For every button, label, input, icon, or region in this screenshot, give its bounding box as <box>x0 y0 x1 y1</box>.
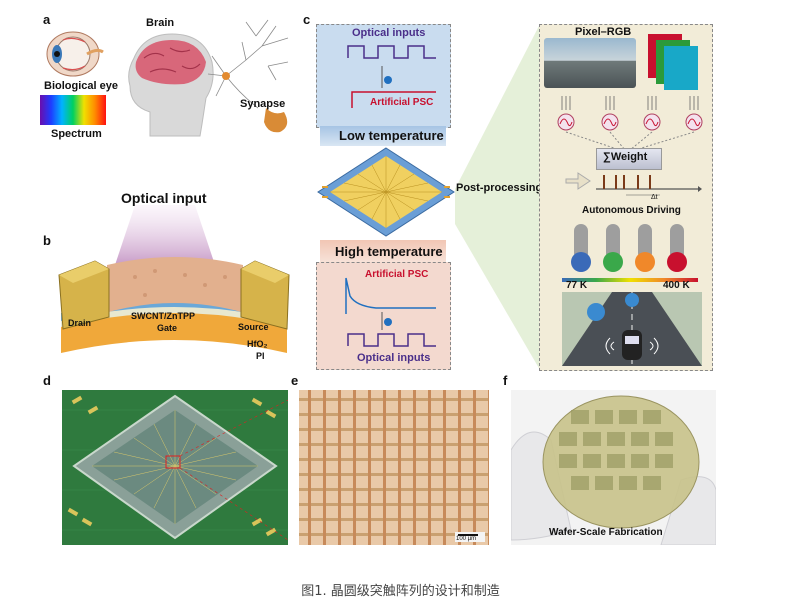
spectrum-image <box>40 95 106 125</box>
neuron-image <box>207 19 289 133</box>
road-photo <box>544 38 636 88</box>
panel-c-letter: c <box>303 12 311 27</box>
panel-a-letter: a <box>43 12 51 27</box>
source-label: Source <box>238 322 269 332</box>
electrode-array-micrograph <box>299 390 489 545</box>
figure-caption: 图1. 晶圆级突触阵列的设计和制造 <box>301 584 500 599</box>
spectrum-label: Spectrum <box>51 128 102 140</box>
pcb-chip-photo <box>62 390 288 545</box>
panel-f-letter: f <box>503 373 508 388</box>
biological-eye-label: Biological eye <box>44 80 118 92</box>
device-schematic <box>58 205 290 353</box>
pixel-rgb-label: Pixel–RGB <box>575 26 632 38</box>
panel-d-letter: d <box>43 373 51 388</box>
spike-train <box>565 172 702 196</box>
synapse-nodes <box>557 96 703 151</box>
post-processing-cone <box>455 24 540 370</box>
blue-channel-layer <box>664 46 698 90</box>
drain-label: Drain <box>68 318 92 328</box>
wafer-photo <box>511 390 716 545</box>
high-temperature-band <box>320 240 446 262</box>
scale-bar-background <box>455 532 485 542</box>
autonomous-driving-label: Autonomous Driving <box>582 205 681 216</box>
synapse-label: Synapse <box>240 98 286 110</box>
weight-label: ∑Weight <box>603 151 648 163</box>
low-temperature-label: Low temperature <box>339 128 444 143</box>
head-brain-image <box>128 33 214 137</box>
artificial-psc-bottom-label: Artificial PSC <box>365 269 429 280</box>
high-temp-response-box <box>316 262 451 370</box>
artificial-psc-top-label: Artificial PSC <box>370 97 434 108</box>
low-temp-signal-plot <box>347 45 436 108</box>
temp-400k-label: 400 K <box>663 280 690 291</box>
brain-label: Brain <box>146 17 175 29</box>
panel-e-letter: e <box>291 373 299 388</box>
scale-bar-label: 100 µm <box>456 536 477 542</box>
low-temp-response-box <box>316 24 451 128</box>
optical-input-title: Optical input <box>121 190 207 206</box>
chip-image <box>317 147 455 237</box>
high-temperature-label: High temperature <box>335 244 443 259</box>
temperature-gradient-bar <box>562 278 698 282</box>
pi-label: PI <box>256 351 265 361</box>
delta-t-label: Δt <box>651 194 658 201</box>
scale-bar <box>458 534 478 536</box>
road-scene <box>562 292 702 366</box>
low-temperature-band <box>320 126 446 146</box>
panel-b-letter: b <box>43 233 51 248</box>
hfo2-label: HfO₂ <box>247 339 268 349</box>
wafer-scale-label: Wafer-Scale Fabrication <box>549 527 663 538</box>
thermometers <box>571 224 687 272</box>
weight-box <box>596 148 662 170</box>
gate-label: Gate <box>157 323 178 333</box>
temp-77k-label: 77 K <box>566 280 588 291</box>
optical-inputs-bottom-label: Optical inputs <box>357 352 431 364</box>
high-temp-signal-plot <box>345 277 436 347</box>
post-processing-label: Post-processing <box>456 182 543 194</box>
optical-inputs-top-label: Optical inputs <box>352 27 426 39</box>
channel-label: SWCNT/ZnTPP <box>131 311 195 321</box>
eye-icon <box>46 31 104 77</box>
